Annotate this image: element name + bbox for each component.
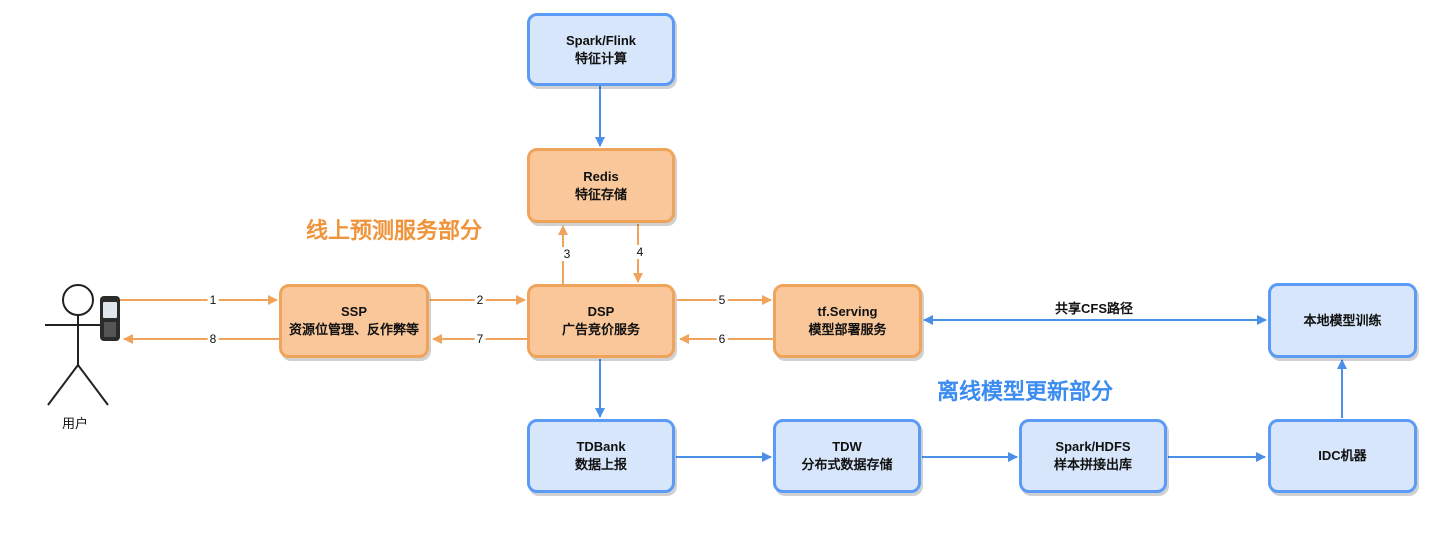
node-ssp: SSP 资源位管理、反作弊等 xyxy=(279,284,429,358)
node-subtitle: 模型部署服务 xyxy=(808,322,887,337)
node-subtitle: 本地模型训练 xyxy=(1303,312,1382,328)
node-redis: Redis 特征存储 xyxy=(527,148,675,223)
edge-label-7: 7 xyxy=(474,332,486,346)
edge-label-5: 5 xyxy=(716,293,728,307)
node-dsp: DSP 广告竞价服务 xyxy=(527,284,675,358)
node-subtitle: 样本拼接出库 xyxy=(1053,457,1132,472)
edge-label-6: 6 xyxy=(716,332,728,346)
edge-label-shared-cfs: 共享CFS路径 xyxy=(1052,301,1136,316)
node-tf-serving: tf.Serving 模型部署服务 xyxy=(773,284,922,358)
node-tdw: TDW 分布式数据存储 xyxy=(773,419,921,493)
node-subtitle: 特征计算 xyxy=(574,50,627,66)
section-title-online: 线上预测服务部分 xyxy=(306,218,483,243)
edge-label-8: 8 xyxy=(207,332,219,346)
node-subtitle: 分布式数据存储 xyxy=(801,457,893,472)
node-spark-flink: Spark/Flink 特征计算 xyxy=(527,13,675,86)
node-subtitle: 数据上报 xyxy=(574,457,627,472)
node-title: TDW xyxy=(832,439,862,454)
edge-label-3: 3 xyxy=(561,247,573,261)
edge-label-2: 2 xyxy=(474,293,486,307)
node-spark-hdfs: Spark/HDFS 样本拼接出库 xyxy=(1019,419,1167,493)
node-title: IDC机器 xyxy=(1318,448,1367,463)
section-title-offline: 离线模型更新部分 xyxy=(937,379,1114,404)
node-title: DSP xyxy=(587,304,615,319)
node-title: Spark/HDFS xyxy=(1055,439,1131,454)
phone-icon xyxy=(100,296,120,341)
node-title: TDBank xyxy=(576,439,626,454)
node-title: tf.Serving xyxy=(817,304,878,319)
node-title: Spark/Flink xyxy=(565,32,637,48)
node-subtitle: 特征存储 xyxy=(574,186,627,202)
node-idc: IDC机器 xyxy=(1268,419,1417,493)
node-subtitle: 资源位管理、反作弊等 xyxy=(288,322,419,337)
node-tdbank: TDBank 数据上报 xyxy=(527,419,675,493)
node-local-training: 本地模型训练 xyxy=(1268,283,1417,358)
node-subtitle: 广告竞价服务 xyxy=(561,322,640,337)
user-figure xyxy=(45,284,112,406)
node-title: SSP xyxy=(340,304,367,319)
node-title: Redis xyxy=(583,168,619,184)
edge-label-1: 1 xyxy=(207,293,219,307)
edge-label-4: 4 xyxy=(634,245,646,259)
user-label: 用户 xyxy=(61,416,89,431)
